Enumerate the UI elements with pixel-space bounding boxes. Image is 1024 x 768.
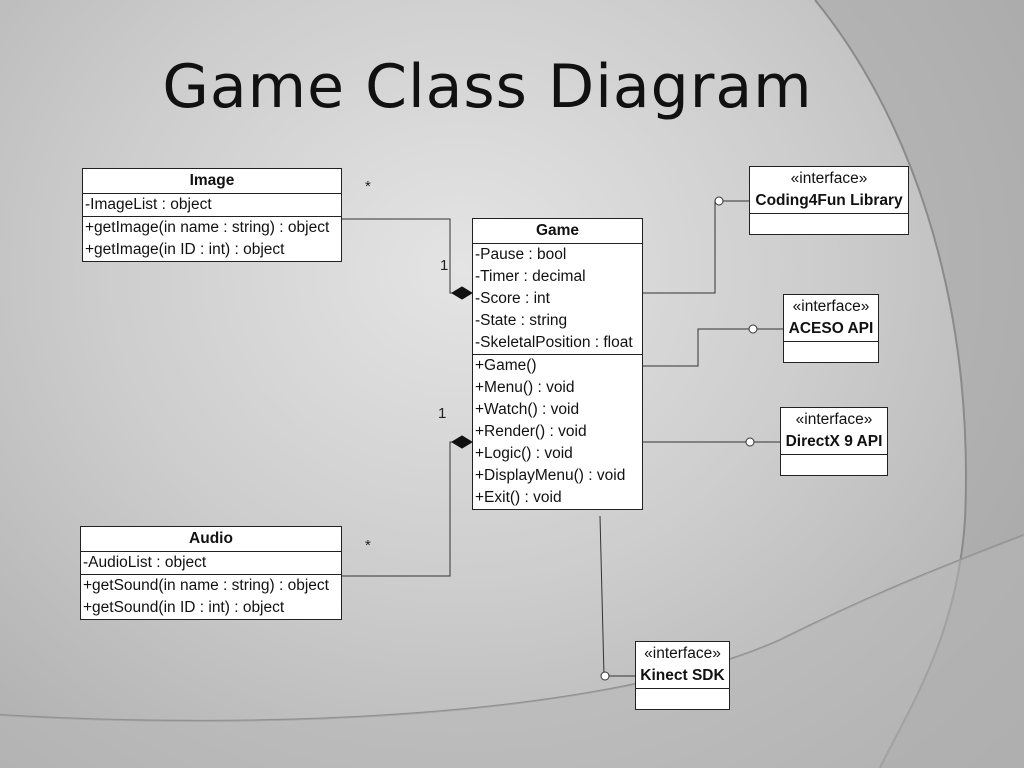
- interface-lollipop-aceso: [748, 324, 758, 334]
- class-game[interactable]: Game -Pause : bool -Timer : decimal -Sco…: [472, 218, 643, 510]
- game-coding4fun-connector: [642, 200, 750, 294]
- multiplicity-image-end: *: [365, 178, 371, 195]
- attribute: -Timer : decimal: [475, 268, 586, 285]
- method-section: +getImage(in name : string) : object +ge…: [83, 217, 341, 261]
- method: +getImage(in ID : int) : object: [85, 241, 285, 258]
- method: +Render() : void: [475, 423, 587, 440]
- class-name: ACESO API: [788, 320, 874, 337]
- method: +Watch() : void: [475, 401, 580, 418]
- class-name: Audio: [189, 530, 233, 547]
- attribute-section: -AudioList : object: [81, 552, 341, 575]
- method-section: +getSound(in name : string) : object +ge…: [81, 575, 341, 619]
- attribute: -ImageList : object: [85, 196, 212, 213]
- method: +getImage(in name : string) : object: [85, 219, 330, 236]
- empty-section: [750, 214, 908, 234]
- interface-coding4fun[interactable]: «interface» Coding4Fun Library: [749, 166, 909, 235]
- class-name: Kinect SDK: [640, 667, 725, 684]
- class-header: «interface» ACESO API: [784, 295, 878, 342]
- attribute: -AudioList : object: [83, 554, 207, 571]
- method: +getSound(in ID : int) : object: [83, 599, 285, 616]
- class-audio[interactable]: Audio -AudioList : object +getSound(in n…: [80, 526, 342, 620]
- interface-lollipop-directx: [745, 437, 755, 447]
- method-section: +Game() +Menu() : void +Watch() : void +…: [473, 355, 642, 509]
- attribute: -Pause : bool: [475, 246, 567, 263]
- empty-section: [636, 689, 729, 709]
- image-game-connector: [342, 218, 472, 294]
- stereotype: «interface»: [644, 645, 721, 662]
- method: +Logic() : void: [475, 445, 573, 462]
- attribute: -State : string: [475, 312, 568, 329]
- method: +Game(): [475, 357, 537, 374]
- game-aceso-connector: [642, 328, 783, 367]
- interface-lollipop-coding4fun: [714, 196, 724, 206]
- class-name: Coding4Fun Library: [755, 192, 903, 209]
- game-kinect-connector: [599, 515, 635, 677]
- empty-section: [781, 455, 887, 475]
- stereotype: «interface»: [790, 170, 868, 187]
- class-name: Image: [189, 172, 235, 189]
- class-header: Game: [473, 219, 642, 244]
- class-header: «interface» DirectX 9 API: [781, 408, 887, 455]
- class-header: «interface» Kinect SDK: [636, 642, 729, 689]
- slide-title: Game Class Diagram: [162, 52, 813, 122]
- attribute-section: -Pause : bool -Timer : decimal -Score : …: [473, 244, 642, 355]
- interface-directx[interactable]: «interface» DirectX 9 API: [780, 407, 888, 476]
- empty-section: [784, 342, 878, 362]
- method: +getSound(in name : string) : object: [83, 577, 329, 594]
- interface-lollipop-kinect: [600, 671, 610, 681]
- stereotype: «interface»: [792, 298, 870, 315]
- attribute: -Score : int: [475, 290, 550, 307]
- class-header: Audio: [81, 527, 341, 552]
- class-header: «interface» Coding4Fun Library: [750, 167, 908, 214]
- class-name: DirectX 9 API: [785, 433, 883, 450]
- interface-aceso[interactable]: «interface» ACESO API: [783, 294, 879, 363]
- stereotype: «interface»: [795, 411, 873, 428]
- audio-game-connector: [342, 441, 472, 577]
- method: +DisplayMenu() : void: [475, 467, 626, 484]
- multiplicity-audio-end: *: [365, 537, 371, 554]
- interface-kinect[interactable]: «interface» Kinect SDK: [635, 641, 730, 710]
- composition-diamond-audio: [451, 435, 473, 449]
- method: +Menu() : void: [475, 379, 575, 396]
- attribute: -SkeletalPosition : float: [475, 334, 633, 351]
- class-header: Image: [83, 169, 341, 194]
- class-image[interactable]: Image -ImageList : object +getImage(in n…: [82, 168, 342, 262]
- composition-diamond-image: [451, 286, 473, 300]
- multiplicity-game-image-end: 1: [440, 257, 449, 274]
- method: +Exit() : void: [475, 489, 562, 506]
- class-name: Game: [535, 222, 580, 239]
- multiplicity-game-audio-end: 1: [438, 405, 447, 422]
- attribute-section: -ImageList : object: [83, 194, 341, 217]
